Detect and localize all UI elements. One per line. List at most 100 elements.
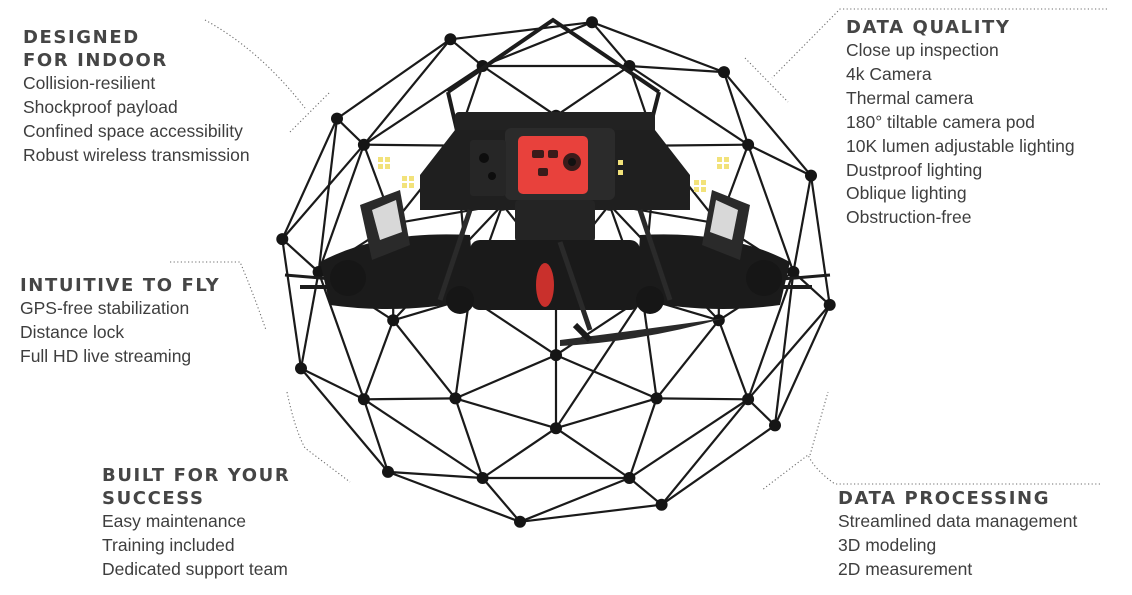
cage-strut [387,470,483,480]
cage-strut [555,297,644,429]
cage-joint [514,515,526,528]
cage-strut [591,21,631,67]
cage-strut [722,71,750,146]
battery-red-accent [536,263,554,307]
cage-strut [747,144,795,273]
list-item: Dustproof lighting [846,159,983,180]
cage-joint [769,419,781,432]
cage-strut [481,477,521,523]
cage-strut [454,354,557,400]
feature-list: GPS-free stabilization Distance lock Ful… [20,297,220,369]
cage-strut [519,476,630,523]
cage-joint [382,465,394,478]
list-item: Shockproof payload [23,96,178,117]
list-item: Close up inspection [846,40,999,60]
cage-joint [742,393,755,406]
cage-joint [823,298,836,311]
leader-line-quality [744,8,1107,103]
list-item: Confined space accessibility [23,120,243,141]
feature-title: DATA QUALITY [846,17,1011,38]
drone-body [320,112,790,346]
list-item: Streamlined data management [838,511,1078,531]
cage-strut [454,297,471,399]
cage-strut [454,398,484,479]
list-item: Oblique lighting [846,183,967,204]
list-item: Training included [102,534,235,555]
cage-strut [317,271,365,400]
cage-strut [519,503,662,523]
cage-strut [773,271,795,426]
feature-title: BUILT FOR YOUR SUCCESS [102,465,291,509]
list-item: Thermal camera [846,87,974,108]
cage-joint [357,138,370,151]
cage-strut [555,354,658,400]
cage-strut [723,71,812,177]
cage-strut [336,117,365,146]
cage-strut [392,319,457,400]
list-item: 2D measurement [838,558,973,579]
cage-strut [747,271,795,400]
cage-strut [792,175,813,273]
feature-title: DATA PROCESSING [838,488,1051,509]
cage-strut [660,398,749,506]
cage-strut [656,397,749,401]
cage-strut [363,397,456,401]
cage-joint [712,314,725,327]
cage-joint [623,472,636,484]
cage-strut [449,38,484,67]
cage-strut [300,367,365,401]
cage-strut [747,398,776,427]
leader-line-indoor [204,19,331,133]
cage-strut [717,319,750,400]
cage-strut [336,38,452,120]
cage-strut [387,470,521,523]
list-item: 10K lumen adjustable lighting [846,135,1075,156]
cage-strut [628,65,749,146]
list-item: GPS-free stabilization [20,298,190,318]
cage-strut [555,397,657,430]
cage-joint [295,362,307,375]
cage-strut [628,398,749,479]
list-item: Distance lock [20,321,125,342]
feature-list: Close up inspection 4k Camera Thermal ca… [846,39,1075,230]
cage-strut [655,319,720,400]
led-lights [378,157,729,192]
feature-title: INTUITIVE TO FLY [20,275,221,296]
list-item: Full HD live streaming [20,345,192,366]
cage-strut [362,319,395,400]
cage-strut [481,65,557,117]
list-item: 4k Camera [846,63,932,84]
cage-joint [586,16,598,29]
list-item: 3D modeling [838,534,937,555]
list-item: 180° tiltable camera pod [846,111,1035,132]
cage-strut [628,398,658,479]
feature-designed-for-indoor: DESIGNED FOR INDOOR Collision-resilient … [23,26,250,168]
feature-list: Collision-resilient Shockproof payload C… [23,72,250,168]
cage-joint [718,66,730,79]
cage-strut [660,424,776,506]
cage-strut [363,65,484,146]
leader-lines [170,8,1107,491]
cage-strut [363,38,452,146]
list-item: Dedicated support team [102,558,288,579]
cage-joint [476,472,489,484]
cage-strut [317,144,365,273]
feature-built-for-your-success: BUILT FOR YOUR SUCCESS Easy maintenance … [102,464,290,582]
cage-strut [628,477,663,506]
cage-strut [455,397,557,430]
propeller-blade [560,318,725,346]
cage-joint [655,498,668,511]
cage-strut [281,118,339,240]
feature-data-quality: DATA QUALITY Close up inspection 4k Came… [846,16,1075,230]
cage-strut [482,21,593,68]
cage-strut [555,427,631,479]
cage-joint [331,112,343,125]
feature-list: Streamlined data management 3D modeling … [838,510,1077,582]
cage-strut [747,304,831,401]
cage-strut [300,367,389,473]
cage-strut [747,143,812,177]
cage-strut [773,304,831,426]
list-item: Easy maintenance [102,511,246,531]
cage-strut [363,143,456,147]
list-item: Collision-resilient [23,73,156,93]
